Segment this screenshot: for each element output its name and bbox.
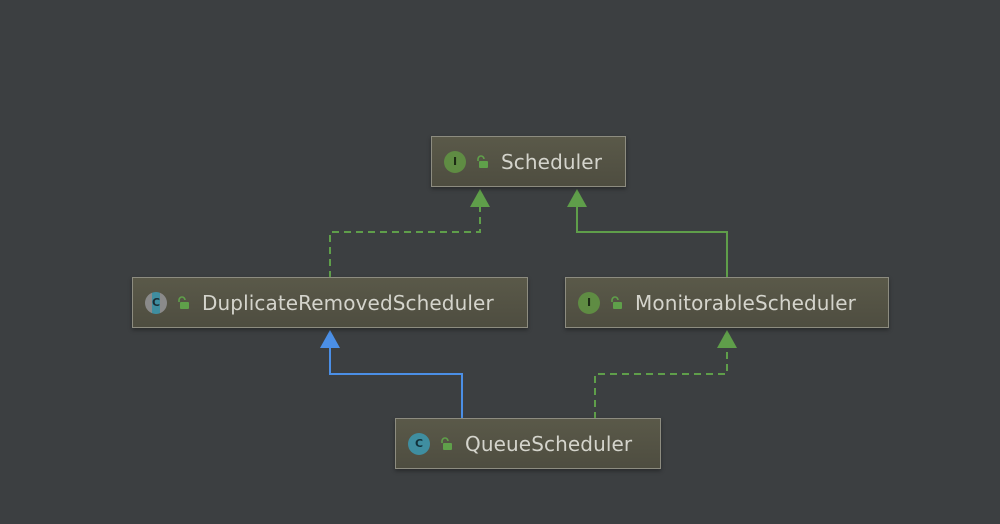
interface-icon: I: [578, 291, 600, 314]
node-scheduler[interactable]: I Scheduler: [431, 136, 626, 187]
node-queue-scheduler[interactable]: C QueueScheduler: [395, 418, 661, 469]
edge-duplicate-to-scheduler: [329, 207, 481, 278]
interface-icon: I: [444, 150, 466, 173]
node-label: DuplicateRemovedScheduler: [202, 290, 494, 315]
unlock-icon: [441, 436, 452, 450]
unlock-icon: [178, 295, 189, 309]
unlock-icon: [477, 154, 488, 168]
node-monitorable-scheduler[interactable]: I MonitorableScheduler: [565, 277, 889, 328]
edge-queue-to-monitorable: [594, 348, 728, 419]
abstract-class-icon: C: [145, 291, 167, 314]
node-label: QueueScheduler: [465, 431, 633, 456]
class-icon: C: [408, 432, 430, 455]
node-label: Scheduler: [501, 149, 603, 174]
arrowhead-duplicate-to-scheduler: [470, 189, 490, 207]
node-label: MonitorableScheduler: [635, 290, 856, 315]
arrowhead-queue-to-duplicate: [320, 330, 340, 348]
edge-monitorable-to-scheduler: [576, 207, 728, 278]
node-duplicate-removed-scheduler[interactable]: C DuplicateRemovedScheduler: [132, 277, 528, 328]
arrowhead-monitorable-to-scheduler: [567, 189, 587, 207]
unlock-icon: [611, 295, 622, 309]
arrowhead-queue-to-monitorable: [717, 330, 737, 348]
edge-queue-to-duplicate: [329, 348, 463, 419]
